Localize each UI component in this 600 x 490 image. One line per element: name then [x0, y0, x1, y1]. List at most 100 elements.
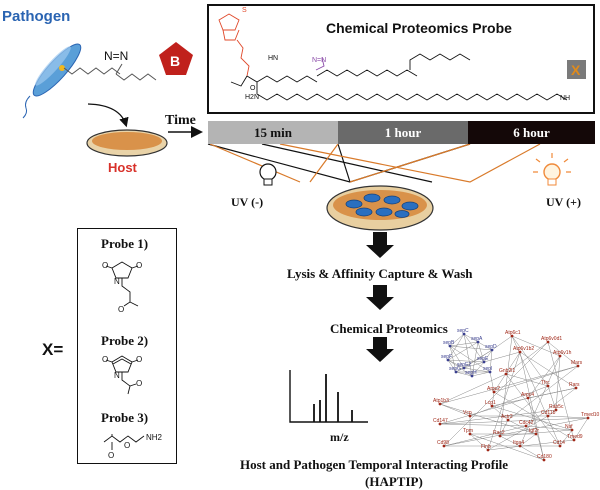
network-node [546, 384, 550, 388]
network-edge [443, 417, 589, 447]
network-edge [491, 405, 573, 431]
network-edge [499, 335, 513, 437]
linker-chain [63, 63, 157, 81]
bulb-off-icon [259, 163, 277, 186]
network-edge [505, 341, 549, 375]
result-title-line1: Host and Pathogen Temporal Interacting P… [240, 457, 509, 472]
network-node-label: Tmed9 [567, 434, 583, 440]
mz-axis-label: m/z [330, 430, 349, 444]
probe2-atom-o2: O [136, 355, 142, 364]
network-node-label: sepH [465, 370, 477, 376]
probe-title: Chemical Proteomics Probe [326, 20, 512, 36]
probe1-atom-n: N [114, 277, 120, 286]
network-edge [439, 417, 589, 425]
network-edge [511, 335, 561, 357]
network-edge [527, 355, 561, 399]
network-edge [525, 425, 573, 431]
network-node [546, 340, 550, 344]
diazirine-text: N=N [104, 49, 128, 63]
biotin-badge: B [159, 42, 193, 75]
network-edge [443, 425, 527, 447]
network-edge [455, 367, 465, 373]
network-edge [471, 361, 485, 377]
result-title-line2: (HAPTIP) [365, 474, 423, 489]
network-node [490, 404, 494, 408]
network-edge [507, 365, 579, 421]
x-badge: X [567, 60, 586, 79]
network-node-label: Atp6c1 [505, 330, 521, 336]
network-edge [449, 345, 491, 373]
network-edge [449, 345, 493, 351]
network-edge [449, 345, 465, 369]
probe-o-text: O [250, 85, 256, 92]
network-node-label: Igf2r [529, 428, 539, 434]
probe2-atom-o3: O [136, 379, 142, 388]
network-edge [491, 387, 577, 407]
network-node-label: Vcp [463, 410, 472, 416]
probe2-label: Probe 2) [101, 333, 149, 348]
network-edge [477, 341, 485, 363]
bacterium-icon [22, 43, 82, 119]
network-edge [489, 349, 493, 373]
network-edge [547, 385, 557, 411]
network-edge [519, 445, 545, 461]
network-node [558, 444, 562, 448]
network-node-label: Actr2 [501, 414, 513, 420]
network-edge [447, 333, 465, 361]
network-node-label: Cd98 [437, 440, 449, 446]
network-node-label: Rac2 [493, 430, 505, 436]
x-badge-text: X [571, 62, 581, 78]
network-edge [519, 351, 577, 389]
network-edge [511, 335, 549, 387]
network-edge [573, 417, 589, 441]
interaction-network: sepCsepBsepAsepDsepEsepE2sepFsepGsepHsep… [433, 328, 600, 462]
network-edge [463, 333, 479, 343]
probe2-structure [105, 355, 139, 395]
host-dish [86, 129, 168, 157]
network-node [534, 432, 538, 436]
network-node-label: Cd180 [537, 454, 552, 460]
timeline-segment-15min: 15 min [208, 121, 338, 144]
network-edge [447, 359, 465, 369]
network-node-label: Tpm [463, 428, 473, 434]
network-node [476, 340, 480, 344]
probe1-atom-o1: O [102, 261, 108, 270]
badge-b-text: B [170, 53, 180, 69]
network-edge [447, 359, 485, 363]
down-arrow-3 [366, 337, 394, 362]
network-edge [499, 435, 521, 447]
network-node [462, 366, 466, 370]
network-node-label: Atp6v1h [553, 350, 572, 356]
uv-on-label: UV (+) [546, 195, 581, 209]
network-edge [519, 355, 561, 447]
probe3-label: Probe 3) [101, 410, 149, 425]
probe-s-text: S [242, 7, 247, 14]
network-node [518, 350, 522, 354]
uv-off-label: UV (-) [231, 195, 264, 209]
network-node [498, 434, 502, 438]
network-edge [463, 367, 491, 373]
network-node [524, 424, 528, 428]
network-node-label: sepC [457, 328, 469, 334]
network-node [506, 418, 510, 422]
infection-arrow [87, 103, 129, 128]
probe3-atom-o1: O [108, 451, 114, 460]
network-node-label: Lcp1 [485, 400, 496, 406]
network-edge [487, 351, 521, 451]
network-node-label: Atp6v1b2 [513, 346, 534, 352]
network-edge [443, 341, 549, 447]
network-node [526, 396, 530, 400]
network-node [576, 364, 580, 368]
network-edge [439, 397, 529, 425]
timeline-segment-1hour: 1 hour [338, 121, 468, 144]
network-node-label: sepB [443, 340, 455, 346]
network-node-label: sepE [477, 356, 489, 362]
network-node-label: Gnb2l1 [499, 368, 515, 374]
network-node-label: Cd11b [541, 410, 556, 416]
network-node [570, 428, 574, 432]
network-node [438, 402, 442, 406]
probe-h2n-text: H2N [245, 94, 259, 101]
network-edge [471, 371, 491, 377]
network-node-label: Atp6v0d1 [541, 336, 562, 342]
network-node [510, 334, 514, 338]
